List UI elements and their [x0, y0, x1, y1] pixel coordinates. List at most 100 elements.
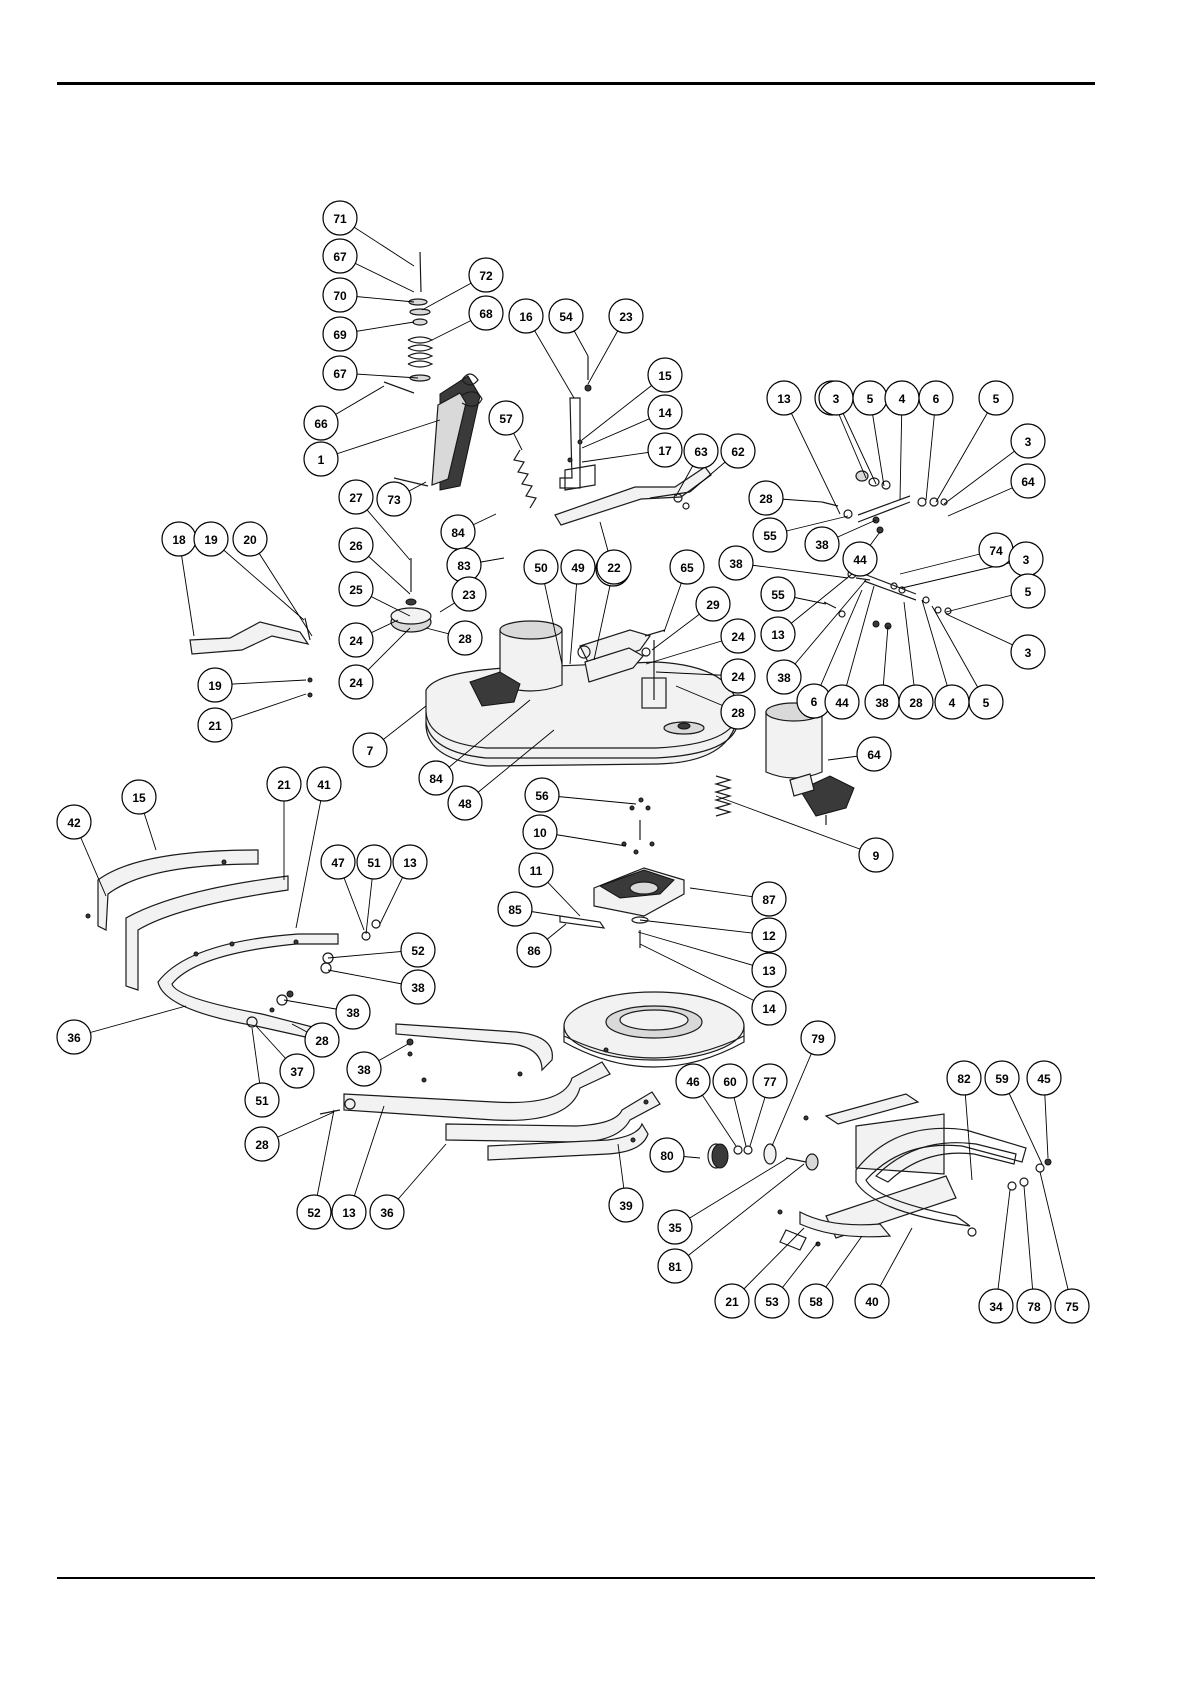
- links-lower: [823, 569, 952, 630]
- callout-label: 50: [534, 561, 548, 575]
- callout-49: 49: [560, 549, 596, 585]
- callout-circle: [798, 1283, 834, 1319]
- callout-label: 35: [668, 1221, 682, 1235]
- callout-63: 63: [683, 433, 719, 469]
- callout-label: 45: [1037, 1072, 1051, 1086]
- callout-circle: [306, 766, 342, 802]
- leader-line: [639, 943, 770, 1009]
- callout-label: 47: [331, 856, 345, 870]
- callout-circle: [518, 852, 554, 888]
- callout-68: 68: [468, 295, 504, 331]
- callout-circle: [720, 433, 756, 469]
- callout-circle: [338, 622, 374, 658]
- callout-17: 17: [647, 432, 683, 468]
- callout-label: 24: [349, 676, 363, 690]
- callout-circle: [400, 932, 436, 968]
- callout-65: 65: [669, 549, 705, 585]
- callout-circle: [766, 380, 802, 416]
- callout-label: 63: [694, 445, 708, 459]
- callout-label: 77: [763, 1075, 777, 1089]
- callout-label: 78: [1027, 1300, 1041, 1314]
- callout-circle: [523, 549, 559, 585]
- callout-circle: [303, 441, 339, 477]
- callout-label: 12: [762, 929, 776, 943]
- callout-circle: [232, 521, 268, 557]
- callout-51: 51: [244, 1082, 280, 1118]
- callout-41: 41: [306, 766, 342, 802]
- callout-21: 21: [714, 1283, 750, 1319]
- callout-label: 66: [314, 417, 328, 431]
- callout-55: 55: [752, 517, 788, 553]
- bumper-25: [390, 558, 432, 633]
- callout-86: 86: [516, 932, 552, 968]
- leader-line: [783, 397, 841, 515]
- callout-label: 13: [777, 392, 791, 406]
- callout-label: 13: [342, 1206, 356, 1220]
- callout-23: 23: [608, 298, 644, 334]
- callout-circle: [369, 1194, 405, 1230]
- callout-label: 13: [403, 856, 417, 870]
- handle-assembly: [383, 251, 483, 491]
- callout-label: 74: [989, 544, 1003, 558]
- leader-line: [637, 931, 770, 971]
- callout-11: 11: [518, 852, 554, 888]
- callout-66: 66: [303, 405, 339, 441]
- callout-circle: [197, 667, 233, 703]
- callout-circle: [548, 298, 584, 334]
- callout-28: 28: [244, 1126, 280, 1162]
- callout-42: 42: [56, 804, 92, 840]
- callout-label: 17: [658, 444, 672, 458]
- callout-label: 55: [771, 588, 785, 602]
- callout-circle: [800, 1020, 836, 1056]
- callout-circle: [322, 316, 358, 352]
- callout-label: 28: [731, 706, 745, 720]
- callout-circle: [754, 1283, 790, 1319]
- guard-bands-left: [85, 849, 339, 1043]
- callout-71: 71: [322, 200, 358, 236]
- callout-35: 35: [657, 1209, 693, 1245]
- callout-label: 14: [762, 1002, 776, 1016]
- callout-38: 38: [766, 659, 802, 695]
- callout-circle: [1010, 463, 1046, 499]
- callout-39: 39: [608, 1187, 644, 1223]
- callout-label: 1: [318, 453, 325, 467]
- callout-87: 87: [751, 881, 787, 917]
- callout-label: 25: [349, 583, 363, 597]
- lever-2: [554, 466, 712, 526]
- callout-64: 64: [1010, 463, 1046, 499]
- leader-line: [348, 1105, 385, 1213]
- callout-label: 75: [1065, 1300, 1079, 1314]
- callout-5: 5: [1010, 573, 1046, 609]
- callout-25: 25: [338, 571, 374, 607]
- callout-circle: [468, 295, 504, 331]
- callout-label: 14: [658, 406, 672, 420]
- callout-label: 36: [380, 1206, 394, 1220]
- callout-circle: [856, 736, 892, 772]
- callout-78: 78: [1016, 1288, 1052, 1324]
- callout-label: 65: [680, 561, 694, 575]
- callout-15: 15: [121, 779, 157, 815]
- callout-label: 15: [132, 791, 146, 805]
- leader-line: [674, 1157, 789, 1228]
- leader-line: [73, 1005, 187, 1038]
- callout-circle: [338, 527, 374, 563]
- callout-circle: [720, 618, 756, 654]
- callout-7: 7: [352, 732, 388, 768]
- callout-label: 15: [658, 369, 672, 383]
- callout-64: 64: [856, 736, 892, 772]
- callout-label: 55: [763, 529, 777, 543]
- callout-circle: [946, 1060, 982, 1096]
- callout-circle: [752, 517, 788, 553]
- callout-label: 79: [811, 1032, 825, 1046]
- callout-13: 13: [766, 380, 802, 416]
- callout-label: 28: [315, 1034, 329, 1048]
- callout-label: 13: [771, 628, 785, 642]
- leader-line: [931, 605, 987, 703]
- callout-label: 59: [995, 1072, 1009, 1086]
- leader-line: [841, 585, 875, 703]
- callout-label: 28: [255, 1138, 269, 1152]
- linkage-arm-22: [577, 629, 666, 683]
- callout-38: 38: [804, 526, 840, 562]
- callout-circle: [322, 355, 358, 391]
- callout-83: 83: [446, 547, 482, 583]
